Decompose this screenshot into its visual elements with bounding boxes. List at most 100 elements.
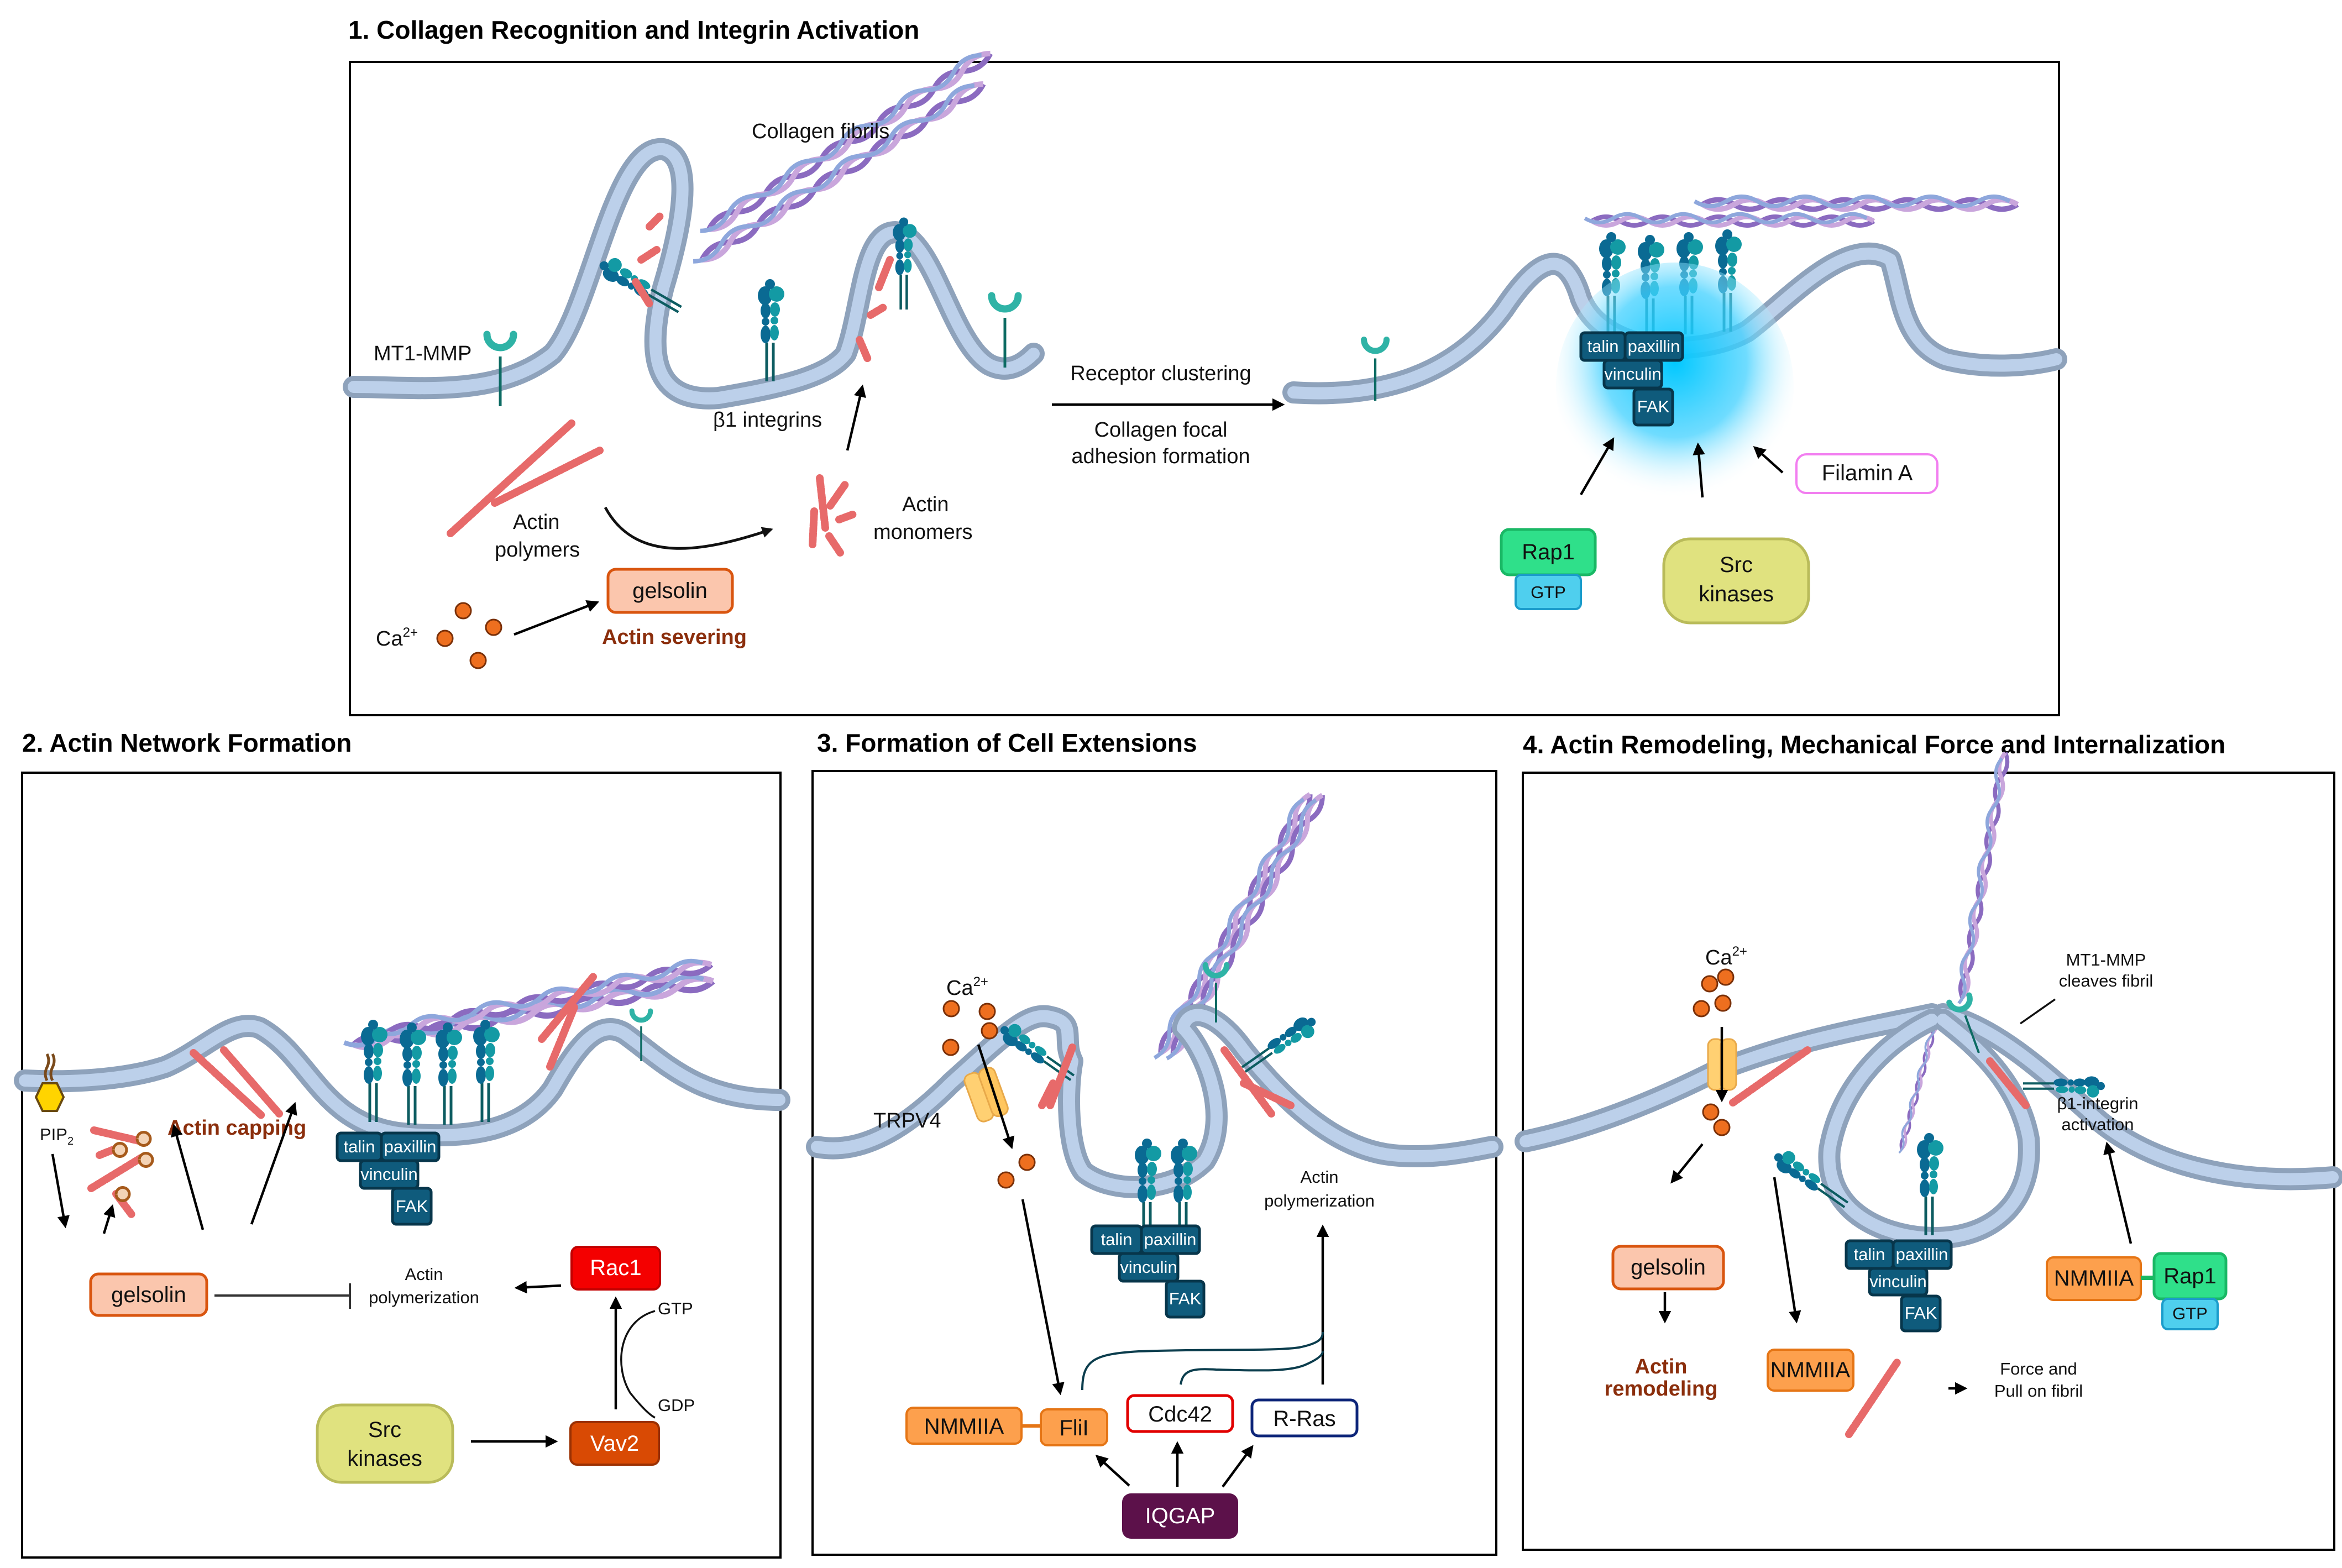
cell-membrane-3	[806, 1004, 1503, 1198]
vav2-label: Vav2	[590, 1431, 639, 1456]
panel-1: 1. Collagen Recognition and Integrin Act…	[343, 15, 2067, 716]
arrow-src	[1693, 442, 1705, 498]
label-receptor-clustering: Receptor clustering	[1070, 362, 1251, 385]
actin-filament-pulled	[1845, 1359, 1901, 1438]
gtp-gdp-exchange-curve	[620, 1310, 656, 1419]
src-label-1: Src	[1720, 553, 1753, 577]
panel-3-title: 3. Formation of Cell Extensions	[817, 728, 1197, 757]
panel-2-title: 2. Actin Network Formation	[22, 728, 352, 757]
label-b1-activation-1: β1-integrin	[2057, 1094, 2138, 1113]
talin-label: talin	[1101, 1230, 1133, 1249]
fak-label: FAK	[1905, 1303, 1937, 1323]
arrow-ca-flii	[1021, 1199, 1065, 1396]
cell-membrane-1a	[343, 138, 1045, 410]
adhesion-complex-4: talin paxillin vinculin FAK	[1845, 1239, 1953, 1333]
label-b1-integrins: β1 integrins	[713, 408, 822, 432]
arrow-gelsolin-capping	[102, 1204, 116, 1234]
vinculin-box	[1118, 1252, 1180, 1283]
paxillin-label: paxillin	[1896, 1245, 1948, 1264]
panel-2: 2. Actin Network Formation PIP2 Actin ca…	[14, 728, 790, 1559]
actin-polymers	[447, 419, 604, 537]
arrow-monomers-to-membrane	[846, 384, 866, 451]
gtp-box	[2161, 1298, 2219, 1330]
filamin-a-box	[1795, 453, 1938, 494]
actin-monomers	[809, 474, 858, 557]
cdc42-label: Cdc42	[1148, 1402, 1212, 1427]
label-actin-severing: Actin severing	[602, 626, 747, 649]
vinculin-box	[1868, 1267, 1929, 1297]
adhesion-complex-1: talin paxillin vinculin FAK	[1579, 331, 1684, 427]
arrow-poly-right	[250, 1102, 297, 1225]
panel-4-title: 4. Actin Remodeling, Mechanical Force an…	[1523, 730, 2225, 759]
nmmiia-bottom-box	[1767, 1349, 1854, 1392]
pip2-icon	[34, 1053, 65, 1112]
gtp-box	[1515, 574, 1582, 610]
gelsolin-label: gelsolin	[632, 579, 708, 603]
actin-filaments-3	[1038, 1043, 1295, 1118]
label-actin-monomers-1: Actin	[902, 493, 949, 516]
rap1-label: Rap1	[1522, 540, 1575, 564]
arrow-calcium-to-gelsolin	[514, 600, 600, 636]
adhesion-complex-2: talin paxillin vinculin FAK	[336, 1131, 441, 1226]
rac1-label: Rac1	[590, 1256, 641, 1280]
arrow-iqgap-rras	[1222, 1445, 1254, 1488]
label-b1-activation-2: activation	[2062, 1115, 2134, 1134]
fak-box	[1632, 387, 1674, 427]
arrow-rac1-poly	[514, 1281, 562, 1294]
iqgap-label: IQGAP	[1145, 1504, 1215, 1528]
src-kinases-box	[1662, 537, 1810, 625]
talin-label: talin	[1854, 1245, 1885, 1264]
src-label-2: kinases	[1699, 582, 1774, 606]
src-label-1: Src	[368, 1418, 401, 1442]
panel-1-frame	[349, 61, 2060, 716]
nmmiia-label: NMMIIA	[924, 1414, 1004, 1439]
nmmiia-top-label: NMMIIA	[2054, 1266, 2134, 1291]
fak-label: FAK	[1169, 1289, 1202, 1308]
fak-box	[1165, 1279, 1206, 1319]
ca-channel	[1707, 1038, 1737, 1091]
label-mt1-cleaves-1: MT1-MMP	[2066, 950, 2146, 969]
label-actin-poly-1: Actin	[405, 1265, 443, 1284]
rac1-box	[570, 1246, 661, 1291]
label-actin-monomers-2: monomers	[873, 521, 973, 544]
label-focal-adhesion-2: adhesion formation	[1071, 445, 1250, 468]
label-force-1: Force and	[2000, 1359, 2077, 1378]
focal-adhesion-glow	[1556, 263, 1794, 511]
label-gtp: GTP	[658, 1299, 693, 1318]
gtp-label: GTP	[1531, 583, 1566, 602]
label-collagen-fibrils: Collagen fibrils	[752, 120, 889, 143]
label-actin-remodeling-1: Actin	[1635, 1355, 1688, 1378]
gelsolin-box	[1611, 1245, 1725, 1291]
label-calcium: Ca2+	[946, 974, 988, 1000]
vinculin-label: vinculin	[1120, 1257, 1177, 1277]
arrow-rap1-activation	[2103, 1141, 2133, 1244]
vinculin-box	[359, 1159, 420, 1190]
calcium-ions	[942, 1000, 1036, 1189]
vinculin-label: vinculin	[1604, 364, 1661, 384]
paxillin-label: paxillin	[1628, 337, 1680, 356]
connector-cdc42	[1180, 1351, 1324, 1385]
flii-box	[1040, 1408, 1108, 1446]
label-actin-poly-2: polymerization	[1264, 1191, 1375, 1210]
paxillin-label: paxillin	[1144, 1230, 1197, 1249]
calcium-ions	[1693, 968, 1735, 1136]
vinculin-label: vinculin	[360, 1165, 417, 1184]
label-mt1-cleaves-2: cleaves fibril	[2059, 971, 2154, 990]
gelsolin-box	[606, 568, 734, 614]
rras-label: R-Ras	[1273, 1407, 1335, 1431]
actin-filaments-4	[1729, 1046, 2030, 1109]
arrow-ca-influx	[977, 1044, 1015, 1150]
gelsolin-label: gelsolin	[1631, 1255, 1706, 1279]
cdc42-box	[1126, 1394, 1234, 1433]
rap1-label: Rap1	[2163, 1264, 2217, 1288]
fak-box	[1900, 1294, 1942, 1333]
src-label-2: kinases	[347, 1446, 422, 1471]
talin-label: talin	[1587, 337, 1619, 356]
gelsolin-label: gelsolin	[111, 1283, 186, 1307]
leader-mt1	[2019, 998, 2056, 1025]
label-actin-polymers-2: polymers	[495, 538, 580, 562]
gtp-label: GTP	[2172, 1304, 2208, 1323]
vinculin-label: vinculin	[1869, 1272, 1926, 1291]
label-actin-poly-1: Actin	[1301, 1167, 1339, 1187]
